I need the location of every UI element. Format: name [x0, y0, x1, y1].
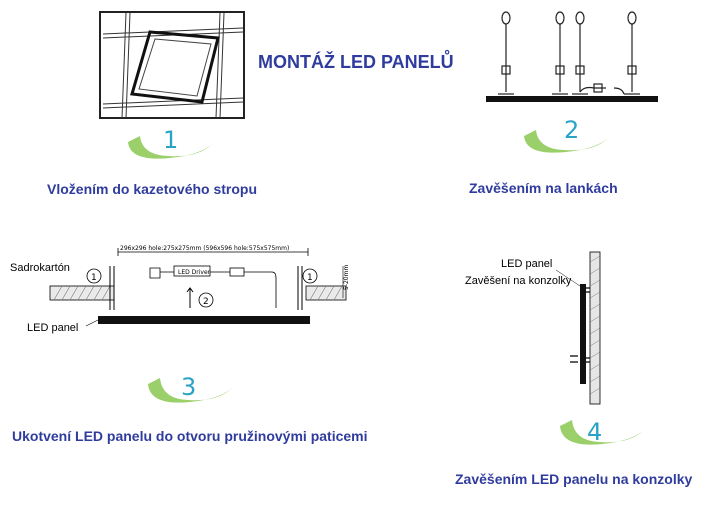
step-2-badge [524, 130, 608, 153]
step-2-number: 2 [564, 116, 580, 144]
step-1-caption: Vložením do kazetového stropu [47, 181, 258, 197]
marker-1-right: 1 [307, 273, 313, 283]
led-panel-label-4: LED panel [501, 258, 553, 270]
step-4-number: 4 [587, 418, 603, 446]
marker-1-left: 1 [91, 273, 97, 283]
step-1-badge [128, 136, 212, 159]
zaveseni-label: Zavěšení na konzolky [465, 275, 572, 287]
side-dimension: 5-20mm [343, 265, 350, 290]
step-3-badge [148, 378, 232, 403]
step-2-caption: Zavěšením na lankách [469, 180, 618, 196]
ceiling-grid-illustration [99, 11, 245, 119]
step-3-caption: Ukotvení LED panelu do otvoru pružinovým… [12, 428, 368, 444]
step-3-number: 3 [181, 373, 197, 401]
dimension-label: 296x296 hole:275x275mm (596x596 hole:575… [120, 245, 289, 252]
page-title: MONTÁŽ LED PANELŮ [258, 52, 454, 72]
step-4-caption: Zavěšením LED panelu na konzolky [455, 471, 693, 487]
driver-label: LED Driver [178, 269, 211, 276]
wall-bracket-illustration [556, 251, 601, 405]
led-panel-label-3: LED panel [27, 322, 79, 334]
step-4-badge [560, 420, 644, 445]
step-1-number: 1 [163, 126, 179, 154]
marker-2: 2 [203, 297, 209, 307]
wire-suspension-illustration [486, 11, 658, 102]
sadrokarton-label: Sadrokartón [10, 262, 70, 274]
spring-clip-illustration: 296x296 hole:275x275mm (596x596 hole:575… [49, 245, 350, 327]
